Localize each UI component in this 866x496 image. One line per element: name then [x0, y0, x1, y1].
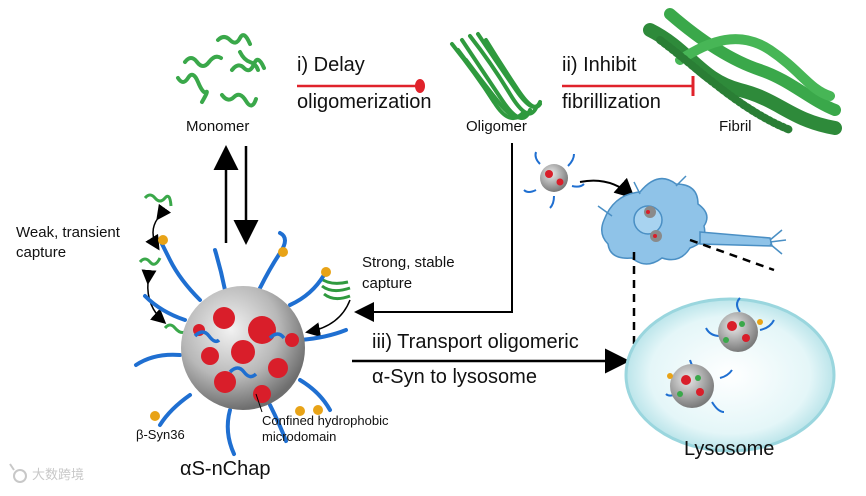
oligomer-icon: [450, 32, 542, 121]
watermark-logo-icon: [9, 463, 27, 483]
weak-capture-label-line2: capture: [16, 244, 67, 261]
lysosome-icon: [624, 297, 836, 453]
weak-capture-label-line1: Weak, transient: [16, 224, 120, 241]
monomer-icon: [176, 33, 266, 108]
fibril-label: Fibril: [719, 118, 752, 135]
zoom-lines: [632, 238, 775, 352]
transport-label-line2: α-Syn to lysosome: [372, 366, 537, 388]
oligomer-label: Oligomer: [466, 118, 527, 135]
strong-oligomer-icon: [319, 276, 351, 301]
confined-label-line1: Confined hydrophobic: [262, 413, 389, 428]
delay-label-line1: i) Delay: [297, 54, 365, 76]
neuron-icon: [597, 175, 787, 265]
nanoparticle-icon: [134, 231, 348, 456]
monomer-label: Monomer: [186, 118, 250, 135]
small-nanoparticle-icon: [523, 151, 585, 209]
inhibit-label-line1: ii) Inhibit: [562, 54, 637, 76]
delay-label-line2: oligomerization: [297, 91, 432, 113]
neuron-nanoparticles: [644, 206, 662, 242]
strong-capture-arrow: [305, 299, 351, 338]
nchap-label: αS-nChap: [180, 458, 271, 480]
beta-syn-label: β-Syn36: [136, 427, 185, 442]
transport-label-line1: iii) Transport oligomeric: [372, 331, 579, 353]
weak-monomer-icons: [138, 193, 186, 334]
fibril-icon: [643, 8, 842, 135]
lysosome-label: Lysosome: [684, 438, 775, 460]
uptake-arrow: [579, 177, 635, 199]
strong-capture-label-line1: Strong, stable: [362, 254, 455, 271]
inhibit-label-line2: fibrillization: [562, 91, 661, 113]
inhibit-arrow: [562, 76, 695, 96]
confined-label-line2: microdomain: [262, 429, 337, 444]
watermark-text: 大数跨境: [32, 467, 85, 482]
oligomer-capture-arrow: [354, 143, 513, 322]
delay-arrow: [297, 79, 425, 93]
microdomain-pointer: [255, 393, 263, 413]
strong-capture-label-line2: capture: [362, 275, 413, 292]
monomer-exchange-arrows: [213, 145, 259, 245]
